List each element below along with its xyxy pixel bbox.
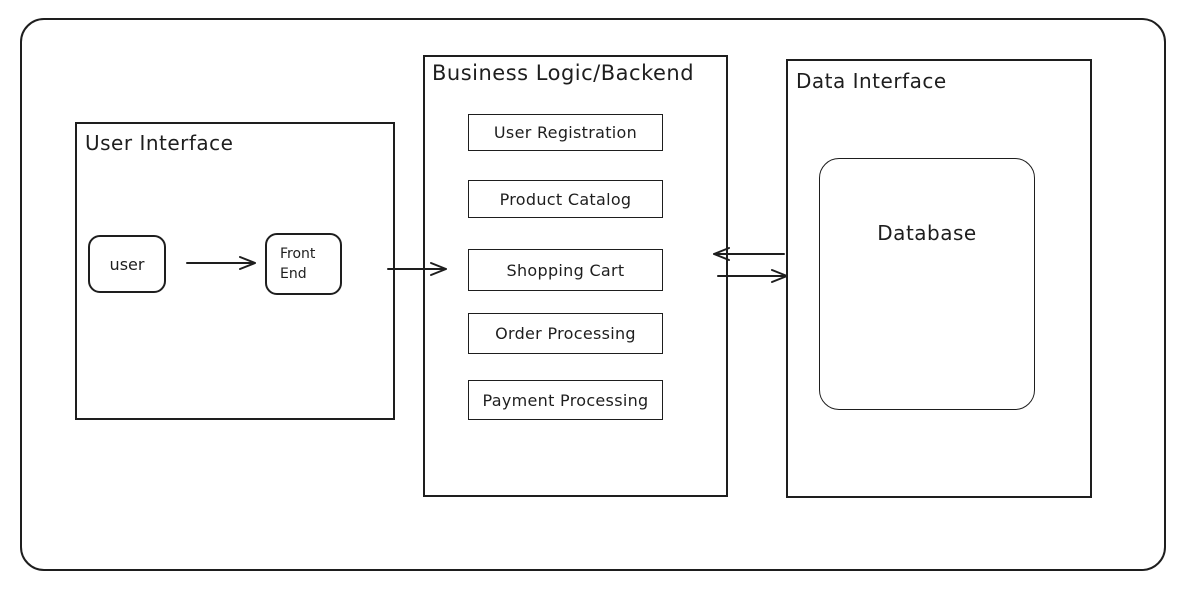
module-order-processing: Order Processing <box>468 313 663 354</box>
module-product-catalog: Product Catalog <box>468 180 663 218</box>
node-user-label: user <box>109 254 145 274</box>
section-data-interface: Data Interface Database <box>786 59 1092 498</box>
section-business-logic: Business Logic/Backend User Registration… <box>423 55 728 497</box>
node-user: user <box>88 235 166 293</box>
module-payment-processing-label: Payment Processing <box>482 390 649 410</box>
section-user-interface: User Interface user Front End <box>75 122 395 420</box>
module-order-processing-label: Order Processing <box>495 324 636 343</box>
section-title-business-logic: Business Logic/Backend <box>432 61 695 85</box>
module-product-catalog-label: Product Catalog <box>499 189 632 209</box>
module-shopping-cart: Shopping Cart <box>468 249 663 291</box>
module-user-registration-label: User Registration <box>493 123 638 142</box>
module-user-registration: User Registration <box>468 114 663 151</box>
node-database-label: Database <box>877 221 977 245</box>
module-shopping-cart-label: Shopping Cart <box>506 260 625 280</box>
node-database: Database <box>819 158 1035 410</box>
diagram-outer-frame <box>20 18 1166 571</box>
section-title-user-interface: User Interface <box>85 131 234 155</box>
node-front-end-label: Front End <box>280 245 316 282</box>
module-payment-processing: Payment Processing <box>468 380 663 420</box>
node-front-end: Front End <box>265 233 342 295</box>
section-title-data-interface: Data Interface <box>796 69 947 93</box>
